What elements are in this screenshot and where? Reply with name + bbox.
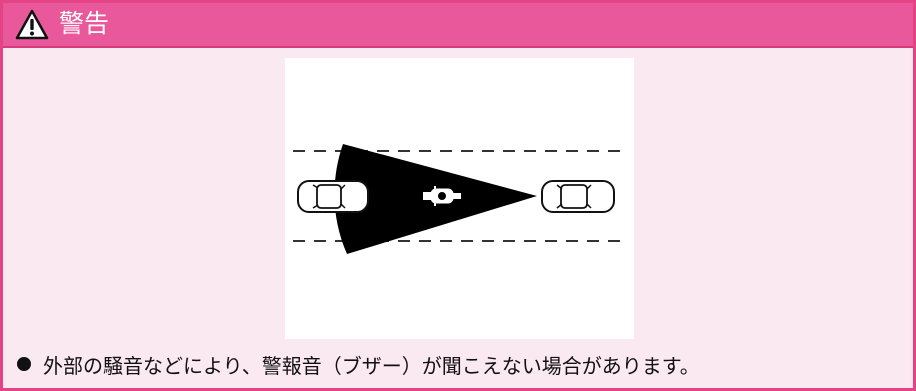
warning-header: 警告: [3, 3, 913, 48]
warning-title: 警告: [59, 9, 110, 38]
bullet-icon: [17, 357, 31, 371]
front-car-icon: [541, 180, 615, 213]
bullet-text: 外部の騒音などにより、警報音（ブザー）が聞こえない場合があります。: [43, 353, 700, 378]
blind-spot-illustration: [285, 58, 634, 339]
rear-car-icon: [297, 180, 369, 213]
list-item: 外部の騒音などにより、警報音（ブザー）が聞こえない場合があります。: [17, 347, 700, 381]
warning-triangle-icon: [15, 9, 49, 40]
motorcycle-icon: [423, 186, 461, 206]
